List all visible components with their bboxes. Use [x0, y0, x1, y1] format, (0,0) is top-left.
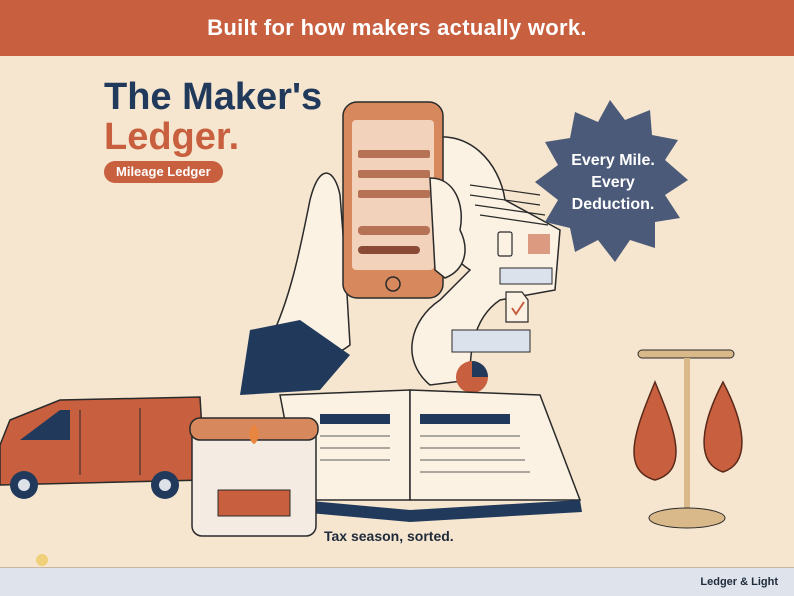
footer: Ledger & Light: [0, 567, 794, 596]
title-line-1: The Maker's: [104, 76, 323, 118]
badge-line-1: Every Mile.: [571, 152, 655, 169]
van-icon: [0, 396, 206, 499]
title-line-2: Ledger.: [104, 116, 240, 158]
open-ledger-book-icon: [279, 389, 582, 522]
candle-jar-icon: [189, 417, 319, 537]
mileage-ledger-pill: Mileage Ledger: [104, 161, 223, 183]
page-title: The Maker's Ledger.: [104, 77, 322, 157]
badge-line-2: Every: [591, 174, 635, 191]
badge-line-3: Deduction.: [571, 196, 655, 213]
banner-text: Built for how makers actually work.: [207, 15, 587, 40]
badge-starburst: [535, 100, 688, 262]
badge-text: Every Mile. Every Deduction.: [548, 150, 678, 216]
top-banner: Built for how makers actually work.: [0, 0, 794, 56]
earrings-stand-icon: [633, 349, 743, 529]
caption: Tax season, sorted.: [324, 528, 454, 544]
footer-brand: Ledger & Light: [700, 576, 778, 588]
phone-in-hand-icon: [240, 101, 466, 395]
